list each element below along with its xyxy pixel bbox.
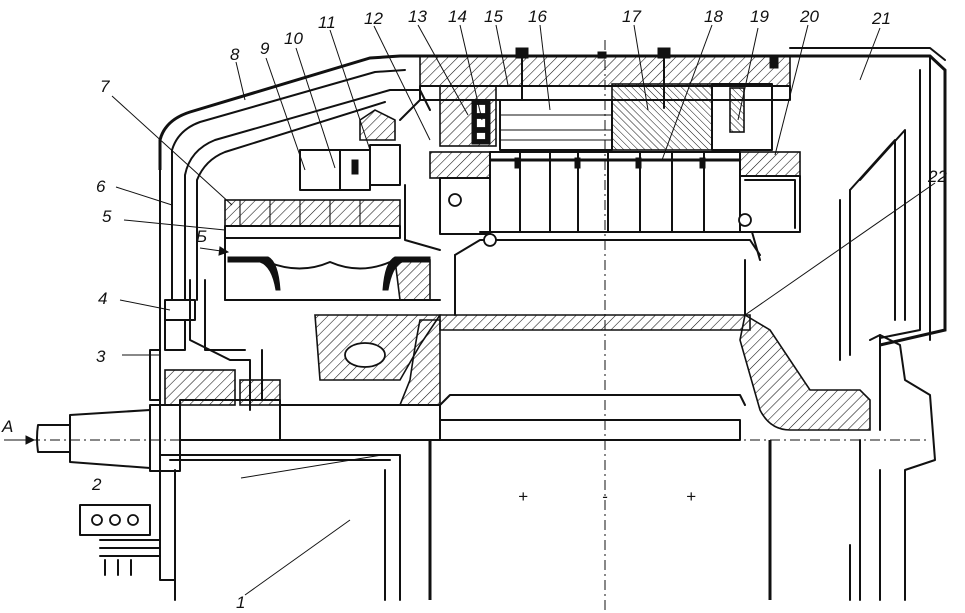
callout-11: 11	[318, 13, 336, 32]
callout-22: 22	[927, 167, 947, 186]
housing-cover	[158, 47, 947, 581]
rotor-poles	[454, 151, 761, 261]
center-lines	[30, 40, 930, 610]
center-mark-left: +	[518, 487, 528, 506]
end-shield	[224, 99, 441, 301]
center-mark-middle: -	[602, 487, 608, 506]
callout-14: 14	[448, 7, 467, 26]
callout-12: 12	[364, 9, 383, 28]
flow-arrow-b	[199, 246, 230, 256]
callout-15: 15	[484, 7, 503, 26]
stator-core	[499, 83, 773, 151]
callout-5: 5	[102, 207, 112, 226]
callout-21: 21	[871, 9, 891, 28]
callout-4: 4	[98, 289, 107, 308]
callout-labels: 1 2 3 4 5 6 7 8 9 10 11 12 13 14 15 16 1…	[1, 7, 947, 612]
callout-13: 13	[408, 7, 427, 26]
callout-9: 9	[260, 39, 270, 58]
callout-17: 17	[622, 7, 641, 26]
flow-arrow-a	[4, 435, 36, 445]
callout-1: 1	[236, 593, 245, 612]
callout-3: 3	[96, 347, 106, 366]
center-mark-right: +	[686, 487, 696, 506]
rotor-end-rings	[429, 151, 801, 247]
stator-winding	[439, 85, 497, 147]
leader-lines	[111, 24, 936, 596]
callout-7: 7	[100, 77, 110, 96]
terminal-block	[79, 504, 161, 576]
callout-10: 10	[284, 29, 303, 48]
callout-19: 19	[750, 7, 769, 26]
flow-label-a: A	[1, 417, 13, 436]
fan-impeller	[224, 256, 442, 381]
callout-20: 20	[799, 7, 819, 26]
rotor-hub	[398, 254, 936, 601]
callout-8: 8	[230, 45, 240, 64]
callout-2: 2	[91, 475, 102, 494]
callout-6: 6	[96, 177, 106, 196]
callout-18: 18	[704, 7, 723, 26]
flow-label-b: Б	[196, 227, 207, 246]
callout-16: 16	[528, 7, 547, 26]
